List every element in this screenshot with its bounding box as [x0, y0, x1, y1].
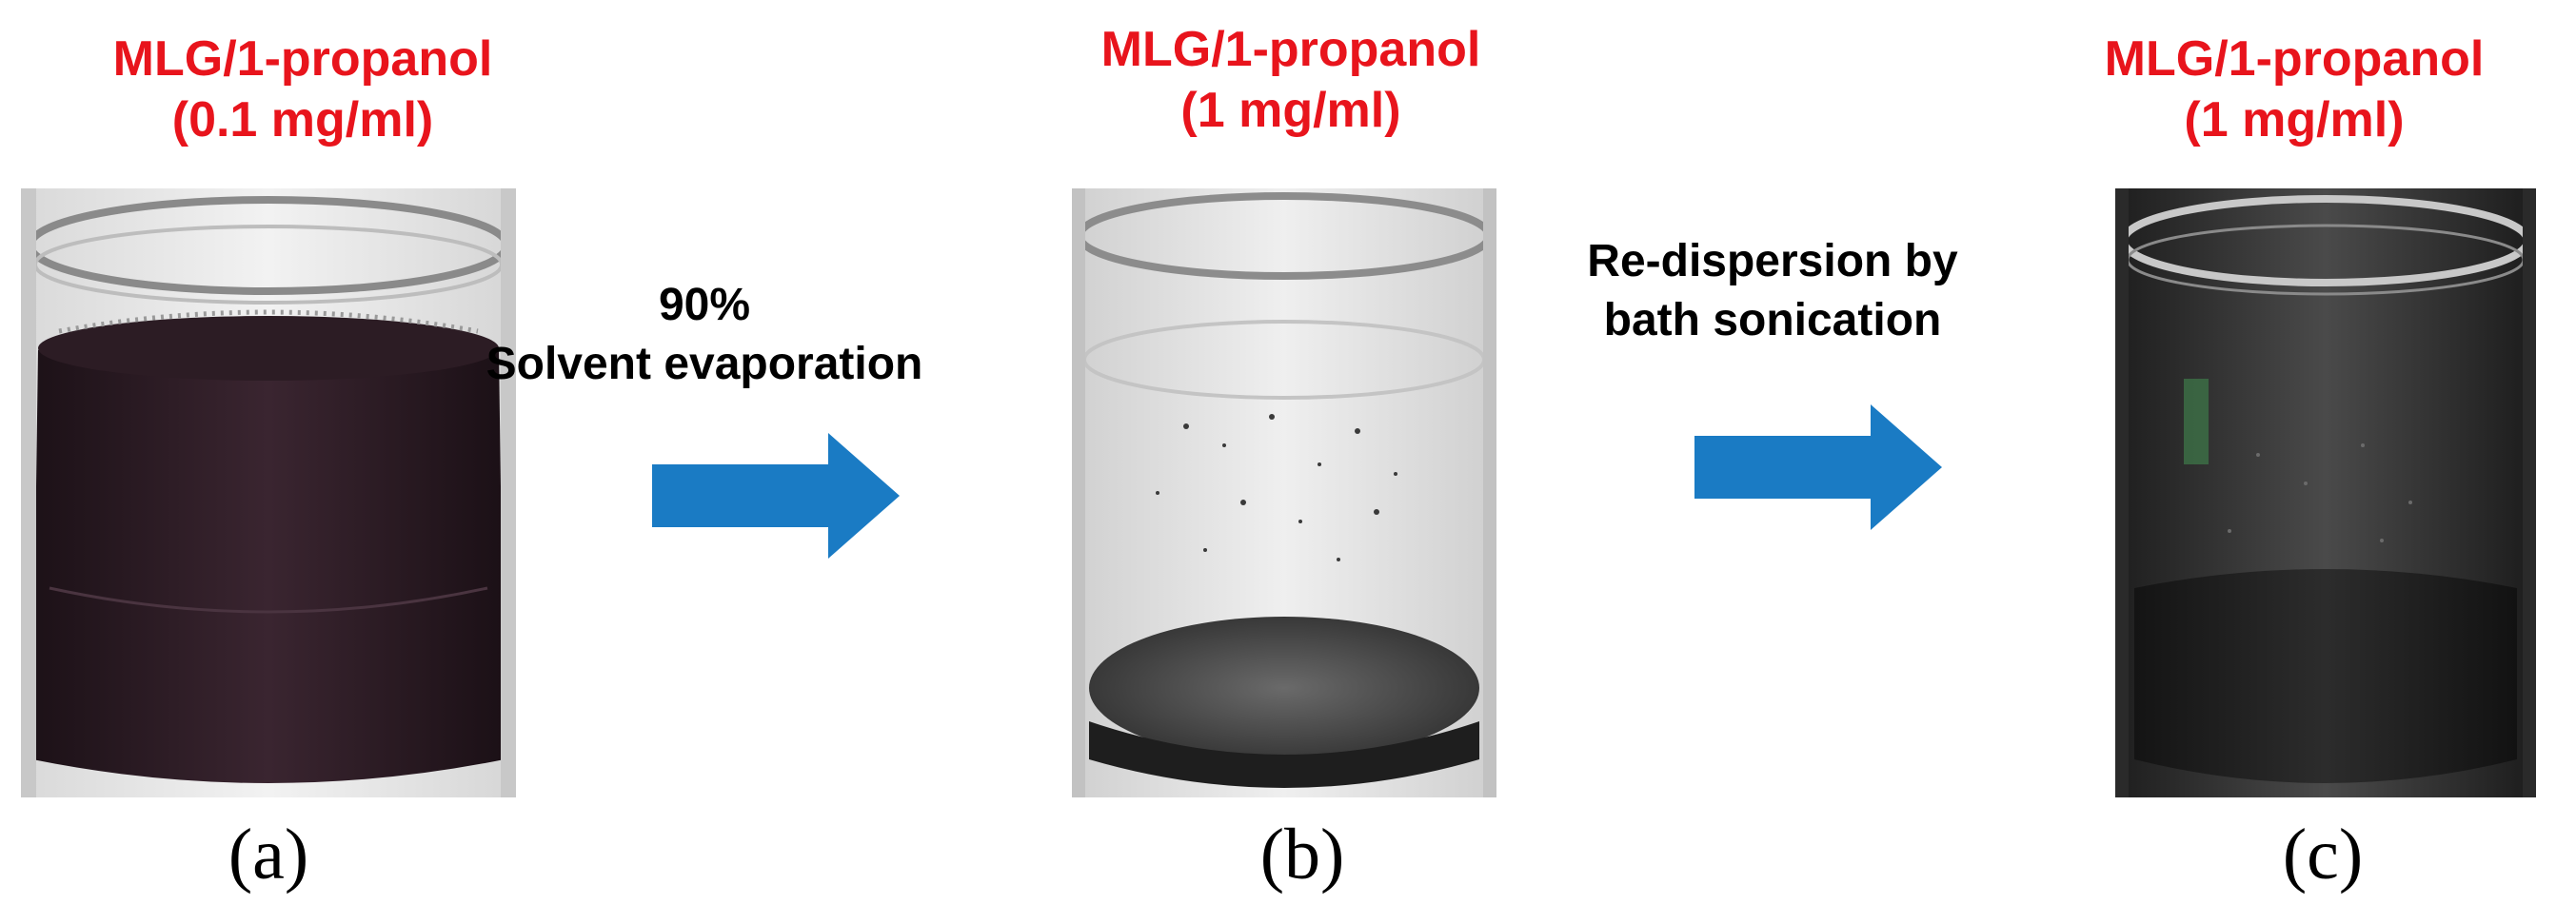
- panel-b-title-line2: (1 mg/ml): [1180, 83, 1401, 138]
- step-1-line1: 90%: [658, 280, 751, 330]
- panel-c-title-line1: MLG/1-propanol: [2104, 31, 2485, 87]
- step-1-line2: Solvent evaporation: [485, 339, 923, 389]
- panel-a-caption: (a): [228, 815, 309, 895]
- panel-b-title-line1: MLG/1-propanol: [1100, 22, 1481, 77]
- panel-c-photo-vial-redispersed: [2115, 188, 2536, 797]
- step-2-line1: Re-dispersion by: [1587, 236, 1958, 286]
- panel-a-title-line1: MLG/1-propanol: [112, 31, 493, 87]
- step-1-label: 90% Solvent evaporation: [400, 276, 1009, 394]
- step-1-arrow-right-icon: [652, 433, 900, 559]
- panel-a-photo-vial-dark-dispersion: [21, 188, 516, 797]
- panel-c-caption: (c): [2282, 815, 2364, 895]
- panel-b-caption: (b): [1259, 815, 1345, 895]
- panel-b-title: MLG/1-propanol (1 mg/ml): [1024, 19, 1557, 141]
- panel-c-title: MLG/1-propanol (1 mg/ml): [2028, 29, 2561, 150]
- panel-a-title: MLG/1-propanol (0.1 mg/ml): [36, 29, 569, 150]
- step-2-line2: bath sonication: [1603, 295, 1942, 345]
- step-2-label: Re-dispersion by bath sonication: [1468, 232, 2077, 350]
- panel-c-title-line2: (1 mg/ml): [2184, 92, 2405, 147]
- panel-b-photo-vial-settled-particles: [1072, 188, 1496, 797]
- step-2-arrow-right-icon: [1694, 404, 1942, 530]
- panel-a-title-line2: (0.1 mg/ml): [171, 92, 434, 147]
